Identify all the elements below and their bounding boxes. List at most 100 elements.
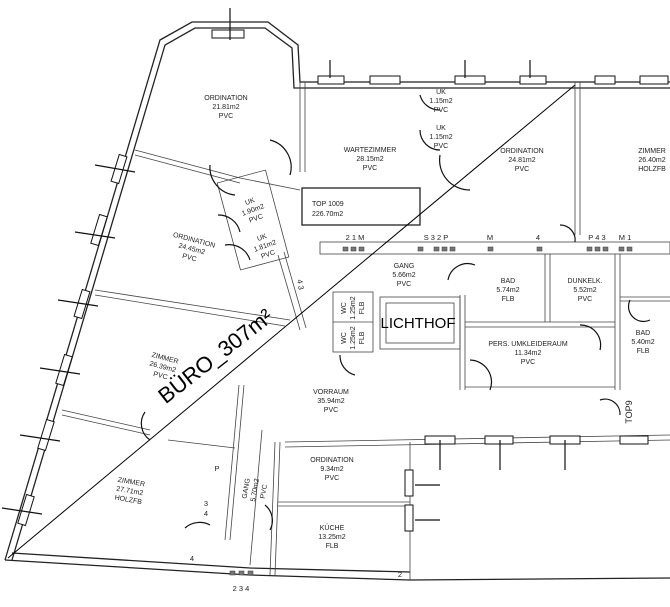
svg-text:PVC: PVC — [578, 296, 592, 303]
svg-text:ORDINATION: ORDINATION — [204, 95, 247, 102]
svg-text:PVC: PVC — [260, 249, 276, 261]
svg-text:ORDINATION: ORDINATION — [500, 148, 543, 155]
svg-text:1.15m2: 1.15m2 — [429, 98, 452, 105]
lichthof-label: LICHTHOF — [381, 315, 456, 332]
svg-text:UK: UK — [436, 89, 446, 96]
svg-text:1.25m2: 1.25m2 — [350, 326, 357, 349]
svg-text:UK: UK — [244, 197, 256, 207]
svg-text:WC: WC — [341, 302, 348, 314]
outlet-markers: 2 1 M S 3 2 P M 4 P 4 3 M 1 4 3 P 3 4 4 … — [190, 233, 631, 593]
walls — [4, 21, 670, 581]
top-box — [301, 187, 421, 226]
svg-text:1.25m2: 1.25m2 — [350, 296, 357, 319]
svg-text:5.66m2: 5.66m2 — [392, 272, 415, 279]
svg-text:PVC: PVC — [515, 166, 529, 173]
svg-text:UK: UK — [436, 125, 446, 132]
top-1009-label: TOP 1009 226.70m2 — [312, 201, 344, 218]
svg-text:P 4 3: P 4 3 — [588, 233, 605, 242]
svg-text:VORRAUM: VORRAUM — [313, 389, 349, 396]
svg-text:9.34m2: 9.34m2 — [320, 466, 343, 473]
svg-text:PVC: PVC — [248, 213, 264, 225]
svg-text:UK: UK — [256, 233, 268, 243]
svg-text:PVC: PVC — [324, 407, 338, 414]
svg-text:PVC: PVC — [397, 281, 411, 288]
svg-text:35.94m2: 35.94m2 — [317, 398, 344, 405]
doors — [140, 94, 651, 531]
svg-text:M: M — [487, 233, 493, 242]
svg-text:PVC: PVC — [434, 107, 448, 114]
svg-text:WARTEZIMMER: WARTEZIMMER — [344, 147, 397, 154]
svg-text:FLB: FLB — [637, 348, 650, 355]
svg-text:24.81m2: 24.81m2 — [508, 157, 535, 164]
svg-text:28.15m2: 28.15m2 — [356, 156, 383, 163]
svg-text:PVC: PVC — [434, 143, 448, 150]
svg-text:BAD: BAD — [501, 278, 515, 285]
svg-text:2 1 M: 2 1 M — [346, 233, 365, 242]
windows — [1, 8, 669, 532]
svg-text:S 3 2 P: S 3 2 P — [424, 233, 449, 242]
svg-text:2: 2 — [398, 570, 402, 579]
svg-text:PERS. UMKLEIDERAUM: PERS. UMKLEIDERAUM — [488, 341, 568, 348]
diagonal-line — [7, 84, 576, 559]
svg-text:PVC: PVC — [363, 165, 377, 172]
svg-text:KÜCHE: KÜCHE — [320, 524, 345, 532]
svg-text:FLB: FLB — [326, 543, 339, 550]
svg-text:11.34m2: 11.34m2 — [515, 350, 542, 357]
svg-text:5.70m2: 5.70m2 — [250, 478, 261, 502]
svg-text:HOLZFB: HOLZFB — [638, 166, 666, 173]
svg-text:PVC: PVC — [325, 475, 339, 482]
svg-text:WC: WC — [341, 332, 348, 344]
svg-text:1.15m2: 1.15m2 — [429, 134, 452, 141]
svg-text:GANG: GANG — [241, 478, 251, 500]
svg-text:5.52m2: 5.52m2 — [573, 287, 596, 294]
svg-text:4: 4 — [536, 233, 540, 242]
svg-text:FLB: FLB — [359, 301, 366, 314]
svg-text:P: P — [214, 464, 219, 473]
svg-text:26.40m2: 26.40m2 — [638, 157, 665, 164]
svg-text:27.71m2: 27.71m2 — [116, 486, 144, 498]
svg-text:3: 3 — [204, 499, 208, 508]
svg-text:226.70m2: 226.70m2 — [312, 211, 343, 218]
svg-text:M 1: M 1 — [619, 233, 632, 242]
svg-text:4 3: 4 3 — [295, 279, 306, 291]
svg-text:ORDINATION: ORDINATION — [310, 457, 353, 464]
svg-text:4: 4 — [190, 554, 194, 563]
svg-text:PVC: PVC — [152, 371, 168, 381]
svg-text:2 3 4: 2 3 4 — [233, 584, 250, 593]
svg-text:FLB: FLB — [502, 296, 515, 303]
svg-text:PVC: PVC — [521, 359, 535, 366]
svg-text:PVC: PVC — [260, 484, 269, 499]
svg-text:ZIMMER: ZIMMER — [117, 477, 145, 489]
svg-text:5.40m2: 5.40m2 — [631, 339, 654, 346]
svg-text:13.25m2: 13.25m2 — [318, 534, 345, 541]
svg-text:PVC: PVC — [219, 113, 233, 120]
svg-text:DUNKELK.: DUNKELK. — [567, 278, 602, 285]
svg-text:ZIMMER: ZIMMER — [638, 148, 666, 155]
svg-text:FLB: FLB — [359, 331, 366, 344]
svg-text:TOP 1009: TOP 1009 — [312, 201, 344, 208]
svg-text:4: 4 — [204, 509, 208, 518]
svg-text:PVC: PVC — [181, 253, 197, 263]
svg-text:21.81m2: 21.81m2 — [212, 104, 239, 111]
svg-text:BAD: BAD — [636, 330, 650, 337]
